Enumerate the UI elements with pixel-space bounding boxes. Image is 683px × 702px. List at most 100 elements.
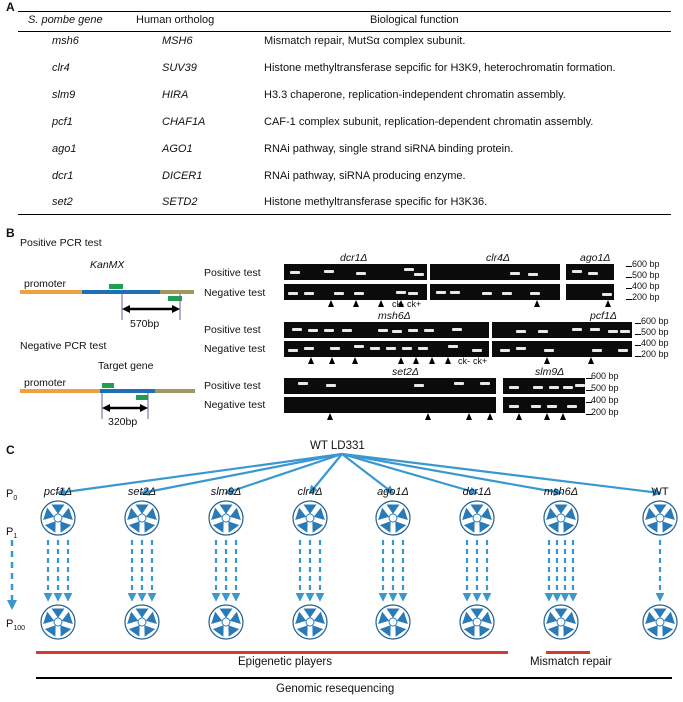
ck-minus-2: ck-: [458, 356, 470, 366]
row-gene: pcf1: [52, 116, 73, 128]
colony-p100-icon: [375, 604, 411, 640]
gel-band: [304, 347, 314, 350]
ck-plus-1: ck+: [407, 299, 422, 309]
strain-label-1: set2Δ: [127, 486, 157, 498]
table-header-rule: [18, 31, 671, 32]
size-320bp: 320bp: [108, 416, 138, 428]
primer-forward: [109, 284, 123, 289]
ladder-400-b: 400 bp: [641, 338, 669, 348]
gel-band: [592, 349, 602, 352]
row-gene: msh6: [52, 35, 79, 47]
ladder-200-c: 200 bp: [591, 407, 619, 417]
row-label-positive-2: Positive test: [204, 324, 261, 336]
mutant-marker-triangle: [308, 357, 314, 364]
gel-band: [567, 405, 577, 408]
gel-band: [418, 347, 428, 350]
gel-title-pcf1: pcf1Δ: [590, 310, 617, 322]
gel-band: [450, 291, 460, 294]
downstream-segment: [160, 290, 194, 294]
mutant-marker-triangle: [534, 300, 540, 307]
root-branch-arrow: [140, 452, 343, 496]
gel-band: [530, 292, 540, 295]
mutant-marker-triangle: [352, 357, 358, 364]
gel-band: [575, 384, 585, 387]
gel-pcf1-positive: [492, 322, 632, 338]
mutant-marker-triangle: [605, 300, 611, 307]
mismatch-bracket: [546, 651, 590, 654]
gel-title-slm9: slm9Δ: [535, 366, 565, 378]
mutant-marker-triangle: [466, 413, 472, 420]
gel-band: [392, 330, 402, 333]
colony-p0-icon: [292, 500, 328, 536]
gel-clr4-positive: [430, 264, 560, 280]
promoter-segment: [20, 290, 82, 294]
ladder-tick: [635, 323, 641, 324]
gel-band: [509, 386, 519, 389]
mutant-marker-triangle: [487, 413, 493, 420]
ladder-tick: [586, 402, 592, 403]
colony-p0-icon: [40, 500, 76, 536]
colony-p100-icon: [292, 604, 328, 640]
row-label-negative-3: Negative test: [204, 399, 266, 411]
gel-band: [324, 270, 334, 273]
table-top-rule: [18, 11, 671, 12]
gel-msh6-positive: [284, 322, 489, 338]
group-epigenetic-label: Epigenetic players: [238, 656, 332, 668]
gel-slm9-negative: [503, 397, 585, 413]
root-branch-arrow: [341, 452, 563, 497]
gel-band: [454, 382, 464, 385]
row-label-negative-2: Negative test: [204, 343, 266, 355]
promoter-segment-neg: [20, 389, 100, 393]
gel-set2-negative: [284, 397, 496, 413]
gel-band: [452, 328, 462, 331]
gel-band: [528, 273, 538, 276]
ladder-500-c: 500 bp: [591, 383, 619, 393]
footer-resequencing: Genomic resequencing: [276, 683, 395, 695]
ladder-500-a: 500 bp: [632, 270, 660, 280]
ladder-600-b: 600 bp: [641, 316, 669, 326]
gel-band: [608, 330, 618, 333]
gel-band: [572, 328, 582, 331]
row-function: Histone methyltransferase specific for H…: [264, 196, 488, 208]
ladder-600-c: 600 bp: [591, 371, 619, 381]
gel-band: [334, 292, 344, 295]
strain-label-5: dcr1Δ: [462, 486, 492, 498]
ladder-tick: [586, 414, 592, 415]
gel-band: [288, 292, 298, 295]
primer-reverse-neg: [136, 395, 148, 400]
row-ortholog: SUV39: [162, 62, 197, 74]
resequencing-bracket: [36, 677, 672, 679]
gel-band: [396, 291, 406, 294]
gel-dcr1-negative: [284, 284, 427, 300]
mutant-marker-triangle: [544, 357, 550, 364]
epigenetic-bracket: [36, 651, 508, 654]
gel-band: [538, 330, 548, 333]
ck-minus-1: ck-: [392, 299, 404, 309]
strain-label-4: ago1Δ: [377, 486, 409, 498]
ladder-tick: [626, 266, 632, 267]
gel-band: [354, 292, 364, 295]
ladder-tick: [635, 334, 641, 335]
ladder-tick: [626, 277, 632, 278]
ladder-600-a: 600 bp: [632, 259, 660, 269]
colony-p100-icon: [40, 604, 76, 640]
gel-band: [342, 329, 352, 332]
row-function: Mismatch repair, MutSα complex subunit.: [264, 35, 466, 47]
gel-band: [480, 382, 490, 385]
ck-plus-2: ck+: [473, 356, 488, 366]
gel-band: [590, 328, 600, 331]
row-label-positive-3: Positive test: [204, 380, 261, 392]
mutant-marker-triangle: [544, 413, 550, 420]
ladder-tick: [586, 378, 592, 379]
root-branch-arrow: [341, 452, 479, 496]
row-ortholog: SETD2: [162, 196, 198, 208]
target-gene-label: Target gene: [98, 360, 154, 372]
gel-band: [531, 405, 541, 408]
gel-band: [330, 347, 340, 350]
group-mismatch-label: Mismatch repair: [530, 656, 612, 668]
gel-band: [516, 330, 526, 333]
mutant-marker-triangle: [588, 357, 594, 364]
strain-label-6: msh6Δ: [543, 486, 579, 498]
colony-p0-icon: [459, 500, 495, 536]
